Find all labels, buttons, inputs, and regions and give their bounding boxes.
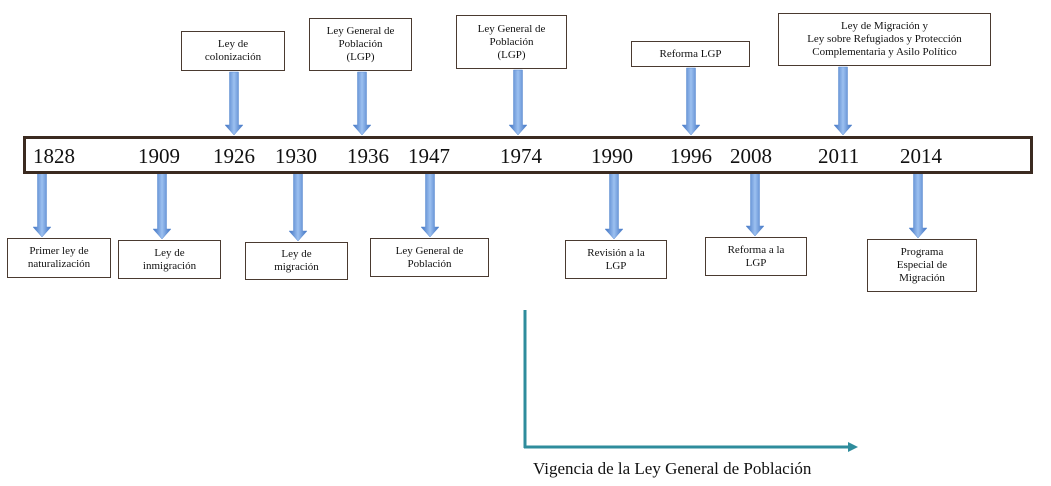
down-arrow-icon [745,171,765,237]
event-box: Ley General de Población (LGP) [456,15,567,69]
event-box: Ley de Migración y Ley sobre Refugiados … [778,13,991,66]
year-label: 1828 [33,144,75,168]
event-box: Ley General de Población (LGP) [309,18,412,71]
timeline-bar [23,136,1033,174]
event-box: Ley General de Población [370,238,489,277]
event-box: Primer ley de naturalización [7,238,111,278]
event-box: Reforma a la LGP [705,237,807,276]
down-arrow-icon [681,67,701,136]
year-label: 2014 [900,144,942,168]
down-arrow-icon [420,171,440,238]
year-label: 1974 [500,144,542,168]
year-label: 1909 [138,144,180,168]
year-label: 1936 [347,144,389,168]
year-label: 2011 [818,144,860,168]
down-arrow-icon [224,71,244,136]
year-label: 1926 [213,144,255,168]
year-label: 1990 [591,144,633,168]
year-label: 2008 [730,144,772,168]
event-box: Programa Especial de Migración [867,239,977,292]
down-arrow-icon [152,171,172,240]
down-arrow-icon [908,171,928,239]
event-box: Reforma LGP [631,41,750,67]
event-box: Ley de colonización [181,31,285,71]
event-box: Ley de inmigración [118,240,221,279]
year-label: 1947 [408,144,450,168]
event-box: Ley de migración [245,242,348,280]
down-arrow-icon [32,171,52,238]
vigencia-label: Vigencia de la Ley General de Población [533,459,812,478]
down-arrow-icon [352,71,372,136]
down-arrow-icon [604,171,624,240]
event-box: Revisión a la LGP [565,240,667,279]
year-label: 1930 [275,144,317,168]
down-arrow-icon [508,69,528,136]
year-label: 1996 [670,144,712,168]
down-arrow-icon [288,171,308,242]
down-arrow-icon [833,66,853,136]
